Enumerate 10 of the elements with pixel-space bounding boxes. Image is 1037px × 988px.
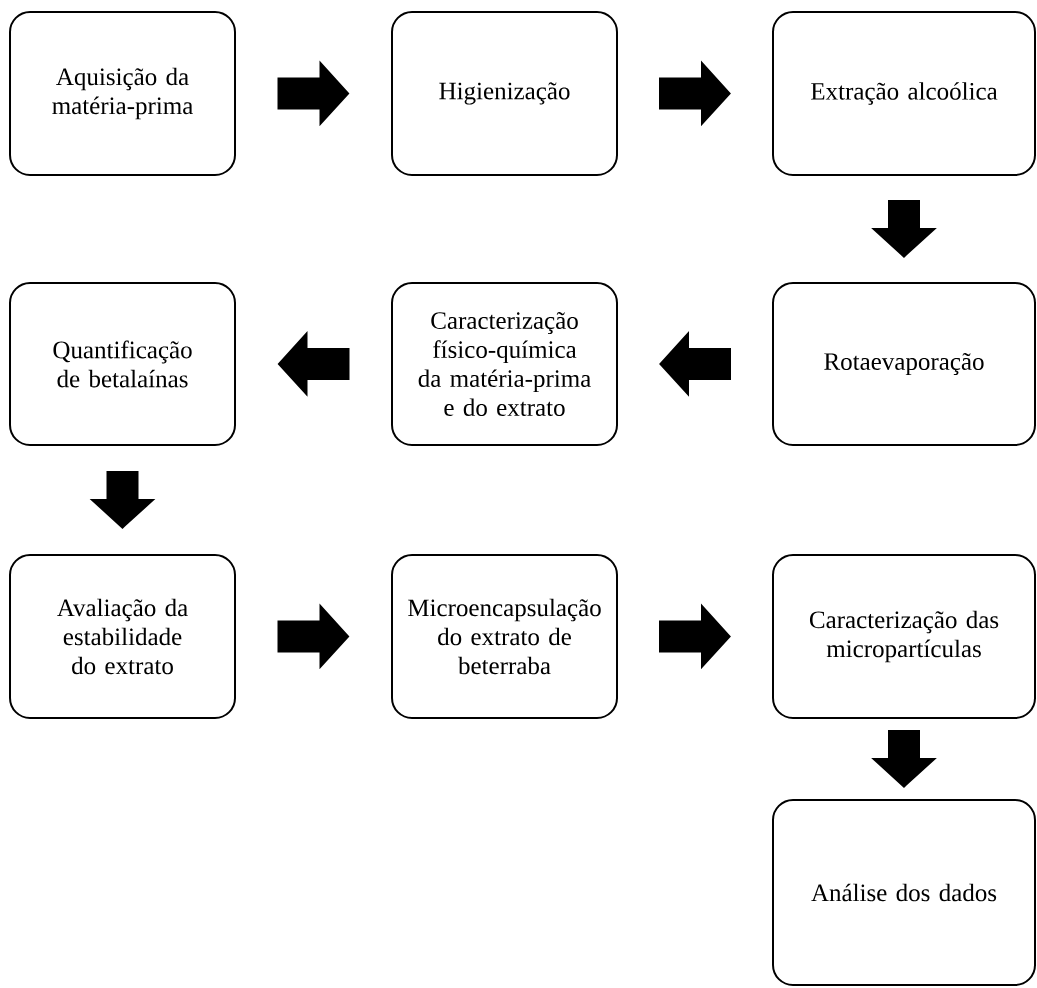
process-box: Microencapsulação do extrato de beterraba <box>391 554 618 719</box>
process-box: Rotaevaporação <box>772 282 1036 446</box>
process-box: Higienização <box>391 11 618 176</box>
process-box: Análise dos dados <box>772 799 1036 986</box>
process-box: Quantificação de betalaínas <box>9 282 236 446</box>
process-box: Caracterização das micropartículas <box>772 554 1036 719</box>
process-box: Caracterização físico-química da matéria-prima e do extrato <box>391 282 618 446</box>
process-box: Avaliação da estabilidade do extrato <box>9 554 236 719</box>
process-box: Extração alcoólica <box>772 11 1036 176</box>
process-box: Aquisição da matéria-prima <box>9 11 236 176</box>
